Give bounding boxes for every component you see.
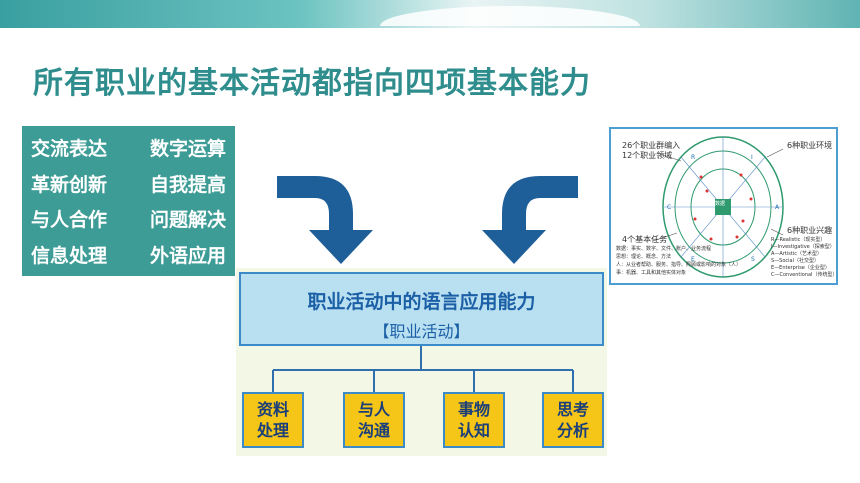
svg-text:E: E xyxy=(691,256,695,263)
wheel-label-tasks: 4个基本任务 xyxy=(622,235,668,244)
skill-item: 革新创新 xyxy=(31,173,108,196)
sub-box-line: 与人 xyxy=(357,400,390,419)
sub-box-line: 思考 xyxy=(556,400,589,419)
svg-text:I: I xyxy=(751,154,753,161)
wheel-label-groups-1: 26个职业群编入 xyxy=(622,141,681,150)
left-curved-arrow-icon xyxy=(277,176,373,264)
sub-box-line: 资料 xyxy=(256,400,289,419)
wheel-label-groups-2: 12个职业领域 xyxy=(622,151,673,160)
wheel-task-ideas: 思想：理论、概念、方法 xyxy=(616,254,672,260)
sub-box-line: 沟通 xyxy=(357,421,390,440)
ability-box: 职业活动中的语言应用能力 【职业活动】 xyxy=(239,272,604,346)
career-wheel-graphic: R I A S E C xyxy=(652,136,784,278)
sub-box-data: 资料 处理 xyxy=(242,392,304,448)
wheel-riasec-c: C—Conventional（传统型） xyxy=(771,272,838,278)
sub-box-communication: 与人 沟通 xyxy=(343,392,405,448)
skill-item: 信息处理 xyxy=(31,244,108,267)
wheel-riasec-r: R—Realistic（现实型） xyxy=(771,237,826,243)
ability-subtitle: 【职业活动】 xyxy=(373,322,470,341)
svg-text:A: A xyxy=(775,204,780,211)
sub-box-line: 事物 xyxy=(457,400,490,419)
skill-item: 交流表达 xyxy=(31,138,108,161)
wheel-task-people: 人：从业者帮助、服务、指导、照顾或影响的对象（人） xyxy=(616,262,742,268)
top-banner xyxy=(0,0,860,28)
ability-panel: 职业活动中的语言应用能力 【职业活动】 资料 处理 与人 沟通 事物 认知 思考… xyxy=(236,268,607,456)
wheel-label-interest: 6种职业兴趣 xyxy=(787,226,833,235)
skills-row: 信息处理 外语应用 xyxy=(22,237,235,273)
wheel-task-things: 事：机器、工具和其他实体对象 xyxy=(616,270,687,276)
svg-text:R: R xyxy=(691,154,695,161)
svg-text:S: S xyxy=(751,256,755,263)
sub-box-cognition: 事物 认知 xyxy=(443,392,505,448)
banner-wave xyxy=(380,6,640,26)
wheel-hub-label: 数据 xyxy=(715,201,726,207)
wheel-riasec-e: E—Enterprise（企业型） xyxy=(771,265,830,271)
svg-text:C: C xyxy=(667,204,671,211)
sub-box-line: 处理 xyxy=(256,421,289,440)
sub-box-analysis: 思考 分析 xyxy=(542,392,604,448)
skill-item: 问题解决 xyxy=(149,209,226,232)
skill-item: 数字运算 xyxy=(149,138,226,161)
skill-item: 外语应用 xyxy=(149,244,226,267)
skills-row: 与人合作 问题解决 xyxy=(22,201,235,237)
skill-item: 自我提高 xyxy=(149,173,226,196)
wheel-riasec-a: A—Artistic（艺术型） xyxy=(771,251,822,257)
connector-lines xyxy=(272,346,574,392)
skill-item: 与人合作 xyxy=(31,209,108,232)
ability-title: 职业活动中的语言应用能力 xyxy=(307,291,536,313)
wheel-riasec-i: I—Investigative（探索型） xyxy=(771,244,835,250)
skills-row: 交流表达 数字运算 xyxy=(22,130,235,166)
skills-row: 革新创新 自我提高 xyxy=(22,166,235,202)
wheel-riasec-s: S—Social（社交型） xyxy=(771,258,819,264)
wheel-label-env: 6种职业环境 xyxy=(787,141,833,150)
wheel-task-data: 数据：事实、数字、文件、账户、业务流程 xyxy=(616,246,712,252)
sub-box-line: 分析 xyxy=(556,421,589,440)
slide-title: 所有职业的基本活动都指向四项基本能力 xyxy=(33,66,591,101)
skills-panel: 交流表达 数字运算 革新创新 自我提高 与人合作 问题解决 信息处理 外语应用 xyxy=(22,126,235,276)
right-curved-arrow-icon xyxy=(482,176,578,264)
sub-box-line: 认知 xyxy=(457,421,490,440)
